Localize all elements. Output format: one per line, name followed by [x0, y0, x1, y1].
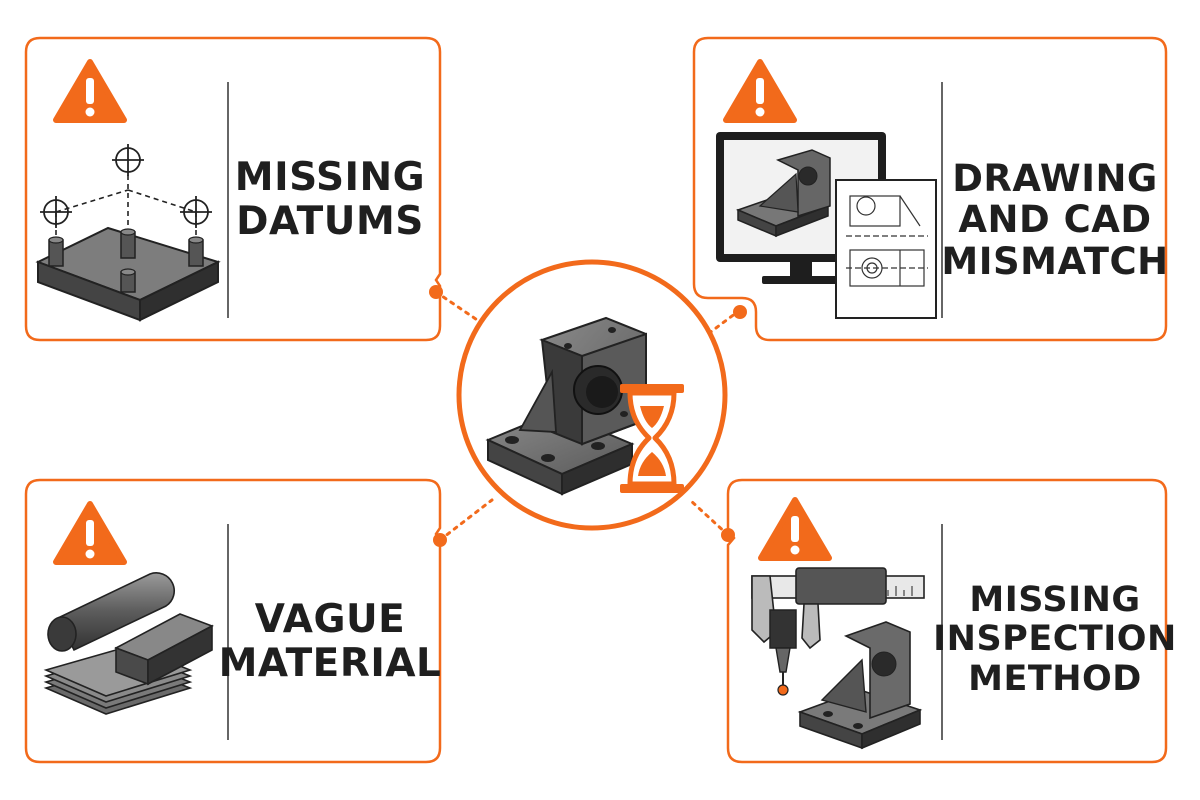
title-line: MATERIAL [218, 641, 442, 686]
card-missing-inspection-method [721, 478, 1168, 764]
card-drawing-cad-mismatch [692, 36, 1168, 342]
title-line: DATUMS [236, 199, 424, 244]
bracket-part-icon [485, 316, 647, 496]
material-stock-icon [43, 572, 214, 715]
connector-dot [733, 305, 747, 319]
card-title-missing-datums: MISSING DATUMS [232, 140, 428, 260]
connector-dot [721, 528, 735, 542]
connector-dot [429, 285, 443, 299]
title-line: VAGUE [254, 597, 406, 643]
title-line: MISSING [234, 155, 426, 201]
title-line: MISMATCH [941, 239, 1169, 283]
title-line: METHOD [968, 658, 1142, 699]
title-line: AND CAD [958, 198, 1152, 242]
card-title-missing-inspection-method: MISSING INSPECTION METHOD [933, 560, 1176, 720]
monitor-drawing-icon [716, 132, 937, 319]
card-missing-datums [24, 36, 443, 342]
caliper-probe-icon [751, 567, 925, 750]
hourglass-icon [620, 384, 684, 493]
datum-plate-icon [35, 144, 221, 322]
card-title-drawing-cad-mismatch: DRAWING AND CAD MISMATCH [941, 140, 1168, 300]
connector-dot [433, 533, 447, 547]
center-hub [456, 259, 728, 531]
title-line: MISSING [969, 580, 1141, 621]
card-title-vague-material: VAGUE MATERIAL [219, 582, 441, 702]
title-line: DRAWING [952, 156, 1158, 200]
card-vague-material [24, 478, 447, 764]
title-line: INSPECTION [933, 619, 1177, 660]
